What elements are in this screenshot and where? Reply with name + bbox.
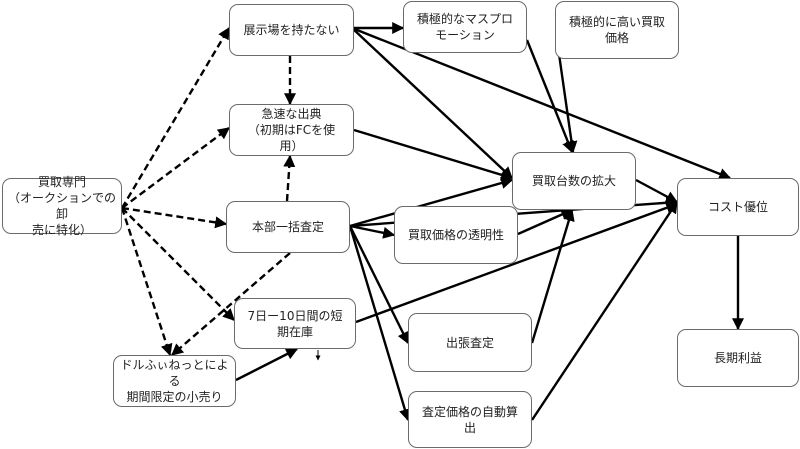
node-kyusoku[interactable]: 急速な出典 （初期はFCを使 用）: [229, 104, 354, 156]
edge-honbu-to-jidou: [348, 225, 411, 422]
node-tanki[interactable]: 7日ー10日間の短 期在庫: [234, 298, 356, 349]
edge-kaitori-to-dorufuinet: [120, 207, 173, 357]
edge-masspro-to-daisu: [525, 39, 574, 154]
edge-kaitori-to-kyusoku: [121, 127, 230, 209]
edge-takai-to-daisu: [555, 39, 578, 154]
edge-honbu-to-kyusoku: [283, 154, 296, 202]
edge-honbu-to-shutcho: [348, 225, 410, 345]
node-takai[interactable]: 積極的に高い買取 価格: [555, 1, 679, 59]
edge-toumei-to-daisu: [517, 208, 574, 236]
edge-tenjijo-to-cost: [351, 26, 732, 180]
edge-kaitori-to-tanki: [121, 207, 235, 321]
node-honbu[interactable]: 本部一括査定: [226, 201, 350, 253]
edge-daisu-to-cost: [635, 178, 679, 204]
node-tenjijo[interactable]: 展示場を持たない: [229, 4, 354, 56]
node-shutcho[interactable]: 出張査定: [408, 313, 532, 372]
node-masspro[interactable]: 積極的なマスプロ モーション: [403, 1, 527, 53]
edge-shutcho-to-daisu: [530, 208, 575, 344]
node-toumei[interactable]: 買取価格の透明性: [394, 206, 518, 264]
edge-kyusoku-to-daisu: [353, 128, 514, 181]
edge-tenjijo-to-daisu: [351, 27, 513, 179]
node-jidou[interactable]: 査定価格の自動算 出: [408, 391, 532, 448]
edge-tanki-to-cost: [355, 202, 679, 324]
node-daisu[interactable]: 買取台数の拡大: [512, 152, 636, 210]
edge-kaitori-to-tenjijo: [120, 26, 231, 209]
edge-dorufuinet-to-tanki: [235, 347, 299, 382]
node-kaitori[interactable]: 買取専門 （オークションでの卸 売に特化）: [2, 175, 122, 237]
node-dorufuinet[interactable]: ドルふぃねっとによる 期間限定の小売り: [113, 355, 236, 407]
edge-kaitori-to-honbu: [121, 206, 228, 229]
edge-honbu-to-dorufuinet: [171, 252, 291, 356]
edge-honbu-to-toumei: [349, 224, 396, 239]
node-choki[interactable]: 長期利益: [677, 329, 799, 387]
node-cost[interactable]: コスト優位: [677, 178, 799, 236]
edge-jidou-to-cost: [531, 201, 678, 421]
edge-honbu-to-daisu: [349, 177, 514, 228]
